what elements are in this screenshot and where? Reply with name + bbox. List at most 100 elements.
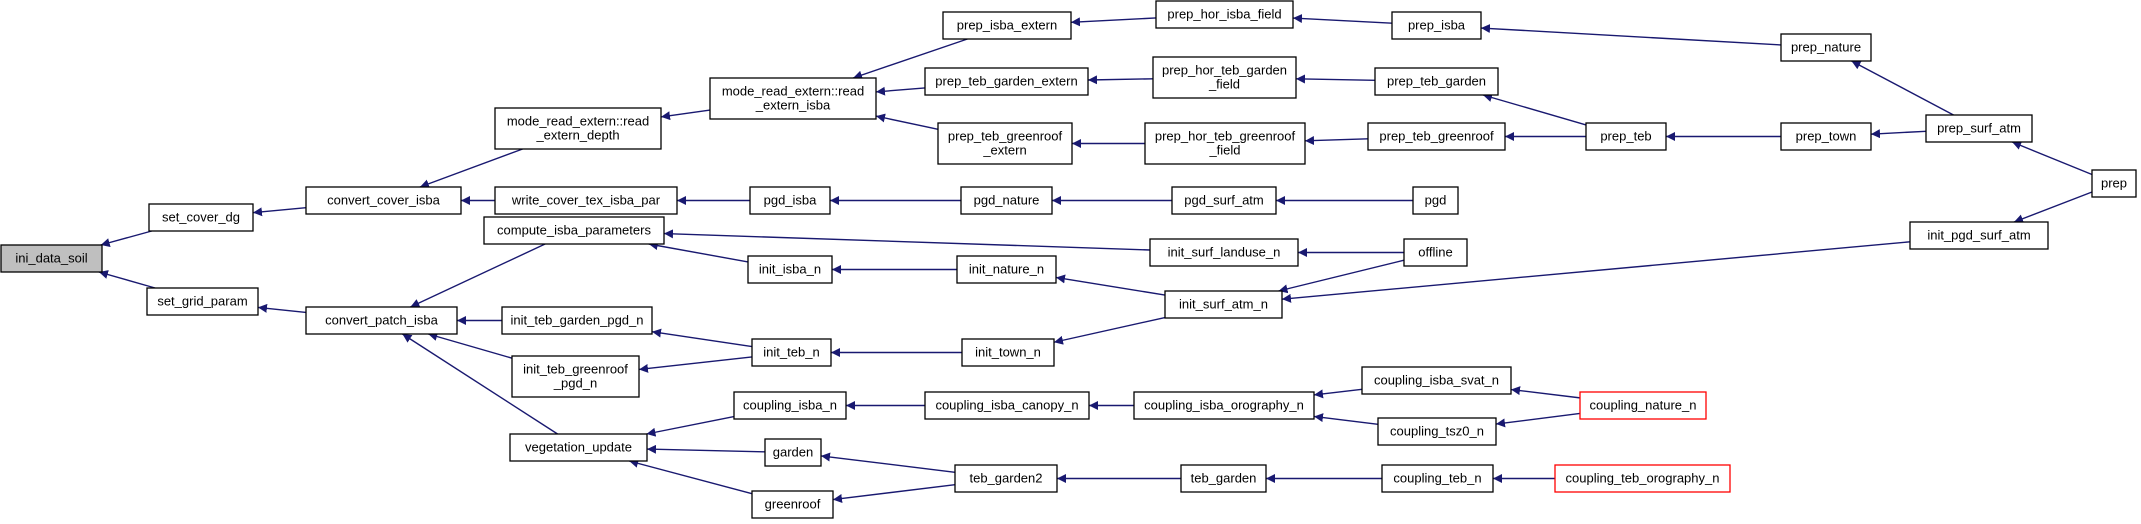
edge-prep_hor_isba_field-to-prep_isba_extern	[1070, 17, 1157, 27]
node-convert_patch_isba[interactable]: convert_patch_isba	[305, 306, 458, 335]
node-box	[1403, 238, 1468, 267]
node-prep_teb_garden_extern[interactable]: prep_teb_garden_extern	[924, 67, 1089, 96]
node-pgd_surf_atm[interactable]: pgd_surf_atm	[1171, 186, 1277, 215]
node-label: _extern	[982, 143, 1026, 158]
node-pgd[interactable]: pgd	[1412, 186, 1459, 215]
node-init_teb_garden_pgd_n[interactable]: init_teb_garden_pgd_n	[501, 306, 653, 335]
node-box	[146, 287, 259, 316]
node-box	[1925, 114, 2033, 143]
edge-init_pgd_surf_atm-to-init_surf_atm_n	[1281, 241, 1911, 303]
node-label: init_teb_garden_pgd_n	[510, 313, 643, 328]
node-read_extern_depth[interactable]: mode_read_extern::read_extern_depth	[494, 107, 662, 150]
edge-layer	[98, 14, 2093, 503]
node-ini_data_soil[interactable]: ini_data_soil	[0, 244, 103, 273]
node-convert_cover_isba[interactable]: convert_cover_isba	[305, 186, 462, 215]
node-prep_hor_teb_greenroof_field[interactable]: prep_hor_teb_greenroof_field	[1144, 122, 1306, 165]
node-prep_hor_teb_garden_field[interactable]: prep_hor_teb_garden_field	[1152, 56, 1297, 99]
node-offline[interactable]: offline	[1403, 238, 1468, 267]
node-prep_town[interactable]: prep_town	[1780, 122, 1872, 151]
node-box	[960, 186, 1053, 215]
node-label: convert_patch_isba	[325, 313, 439, 328]
node-prep_teb[interactable]: prep_teb	[1585, 122, 1667, 151]
node-box	[483, 216, 665, 245]
edge-set_grid_param-to-ini_data_soil	[98, 270, 156, 289]
node-box	[1164, 290, 1283, 319]
node-prep[interactable]: prep	[2091, 169, 2137, 198]
node-box	[956, 255, 1057, 284]
node-init_teb_n[interactable]: init_teb_n	[751, 338, 832, 367]
node-prep_teb_greenroof_extern[interactable]: prep_teb_greenroof_extern	[937, 122, 1073, 165]
edge-init_surf_atm_n-to-init_nature_n	[1055, 274, 1166, 296]
node-coupling_teb_orography_n[interactable]: coupling_teb_orography_n	[1554, 464, 1731, 493]
node-label: init_nature_n	[969, 262, 1044, 277]
node-coupling_isba_n[interactable]: coupling_isba_n	[733, 391, 847, 420]
node-label: init_surf_atm_n	[1179, 297, 1268, 312]
node-coupling_isba_orography_n[interactable]: coupling_isba_orography_n	[1133, 391, 1315, 420]
node-label: init_teb_n	[763, 345, 819, 360]
node-prep_teb_garden[interactable]: prep_teb_garden	[1374, 67, 1499, 96]
node-prep_isba[interactable]: prep_isba	[1391, 11, 1482, 40]
node-greenroof[interactable]: greenroof	[751, 490, 834, 519]
node-box	[751, 490, 834, 519]
edge-teb_garden2-to-garden	[820, 452, 956, 473]
edge-coupling_nature_n-to-coupling_isba_svat_n	[1510, 386, 1581, 399]
node-init_town_n[interactable]: init_town_n	[961, 338, 1055, 367]
node-read_extern_isba[interactable]: mode_read_extern::read_extern_isba	[709, 77, 877, 120]
node-init_surf_landuse_n[interactable]: init_surf_landuse_n	[1149, 238, 1299, 267]
node-coupling_isba_svat_n[interactable]: coupling_isba_svat_n	[1361, 366, 1512, 395]
node-vegetation_update[interactable]: vegetation_update	[509, 433, 648, 462]
node-box	[305, 306, 458, 335]
node-label: pgd_nature	[974, 193, 1040, 208]
node-label: _field	[1208, 143, 1240, 158]
node-label: _pgd_n	[553, 376, 597, 391]
node-label: offline	[1418, 245, 1452, 260]
node-prep_nature[interactable]: prep_nature	[1780, 33, 1872, 62]
edge-read_extern_isba-to-read_extern_depth	[660, 109, 711, 121]
node-label: mode_read_extern::read	[722, 84, 864, 99]
edge-set_cover_dg-to-ini_data_soil	[100, 230, 152, 247]
node-init_pgd_surf_atm[interactable]: init_pgd_surf_atm	[1909, 221, 2049, 250]
edge-prep_teb-to-prep_teb_garden	[1482, 93, 1587, 126]
node-label: coupling_tsz0_n	[1390, 424, 1484, 439]
node-label: prep_teb_greenroof	[1379, 129, 1494, 144]
node-init_teb_greenroof_pgd_n[interactable]: init_teb_greenroof_pgd_n	[511, 355, 640, 398]
node-prep_hor_isba_field[interactable]: prep_hor_isba_field	[1155, 0, 1294, 29]
node-teb_garden2[interactable]: teb_garden2	[954, 464, 1058, 493]
node-init_surf_atm_n[interactable]: init_surf_atm_n	[1164, 290, 1283, 319]
node-label: pgd_isba	[764, 193, 818, 208]
edge-coupling_tsz0_n-to-coupling_isba_orography_n	[1313, 413, 1379, 425]
node-init_nature_n[interactable]: init_nature_n	[956, 255, 1057, 284]
node-coupling_nature_n[interactable]: coupling_nature_n	[1579, 391, 1707, 420]
node-teb_garden[interactable]: teb_garden	[1180, 464, 1267, 493]
edge-prep_surf_atm-to-prep_town	[1870, 129, 1927, 139]
node-pgd_nature[interactable]: pgd_nature	[960, 186, 1053, 215]
node-prep_isba_extern[interactable]: prep_isba_extern	[942, 11, 1072, 40]
node-box	[1155, 0, 1294, 29]
node-box	[501, 306, 653, 335]
node-pgd_isba[interactable]: pgd_isba	[749, 186, 831, 215]
node-box	[1171, 186, 1277, 215]
node-init_isba_n[interactable]: init_isba_n	[747, 255, 833, 284]
node-label: vegetation_update	[525, 440, 632, 455]
node-label: prep_surf_atm	[1937, 121, 2021, 136]
node-box	[494, 107, 662, 150]
node-box	[733, 391, 847, 420]
node-prep_surf_atm[interactable]: prep_surf_atm	[1925, 114, 2033, 143]
node-set_grid_param[interactable]: set_grid_param	[146, 287, 259, 316]
node-label: _extern_depth	[535, 128, 619, 143]
node-label: pgd	[1425, 193, 1447, 208]
node-coupling_isba_canopy_n[interactable]: coupling_isba_canopy_n	[924, 391, 1090, 420]
node-prep_teb_greenroof[interactable]: prep_teb_greenroof	[1367, 122, 1506, 151]
node-write_cover_tex_isba_par[interactable]: write_cover_tex_isba_par	[494, 186, 678, 215]
node-box	[1780, 122, 1872, 151]
node-set_cover_dg[interactable]: set_cover_dg	[148, 203, 254, 232]
node-label: write_cover_tex_isba_par	[511, 193, 661, 208]
node-garden[interactable]: garden	[764, 438, 822, 467]
node-coupling_teb_n[interactable]: coupling_teb_n	[1381, 464, 1494, 493]
edge-init_surf_landuse_n-to-compute_isba_parameters	[663, 229, 1151, 251]
node-coupling_tsz0_n[interactable]: coupling_tsz0_n	[1377, 417, 1497, 446]
node-box	[305, 186, 462, 215]
edge-prep_teb_garden-to-prep_hor_teb_garden_field	[1295, 74, 1376, 84]
edge-coupling_isba_svat_n-to-coupling_isba_orography_n	[1313, 388, 1363, 399]
node-compute_isba_parameters[interactable]: compute_isba_parameters	[483, 216, 665, 245]
